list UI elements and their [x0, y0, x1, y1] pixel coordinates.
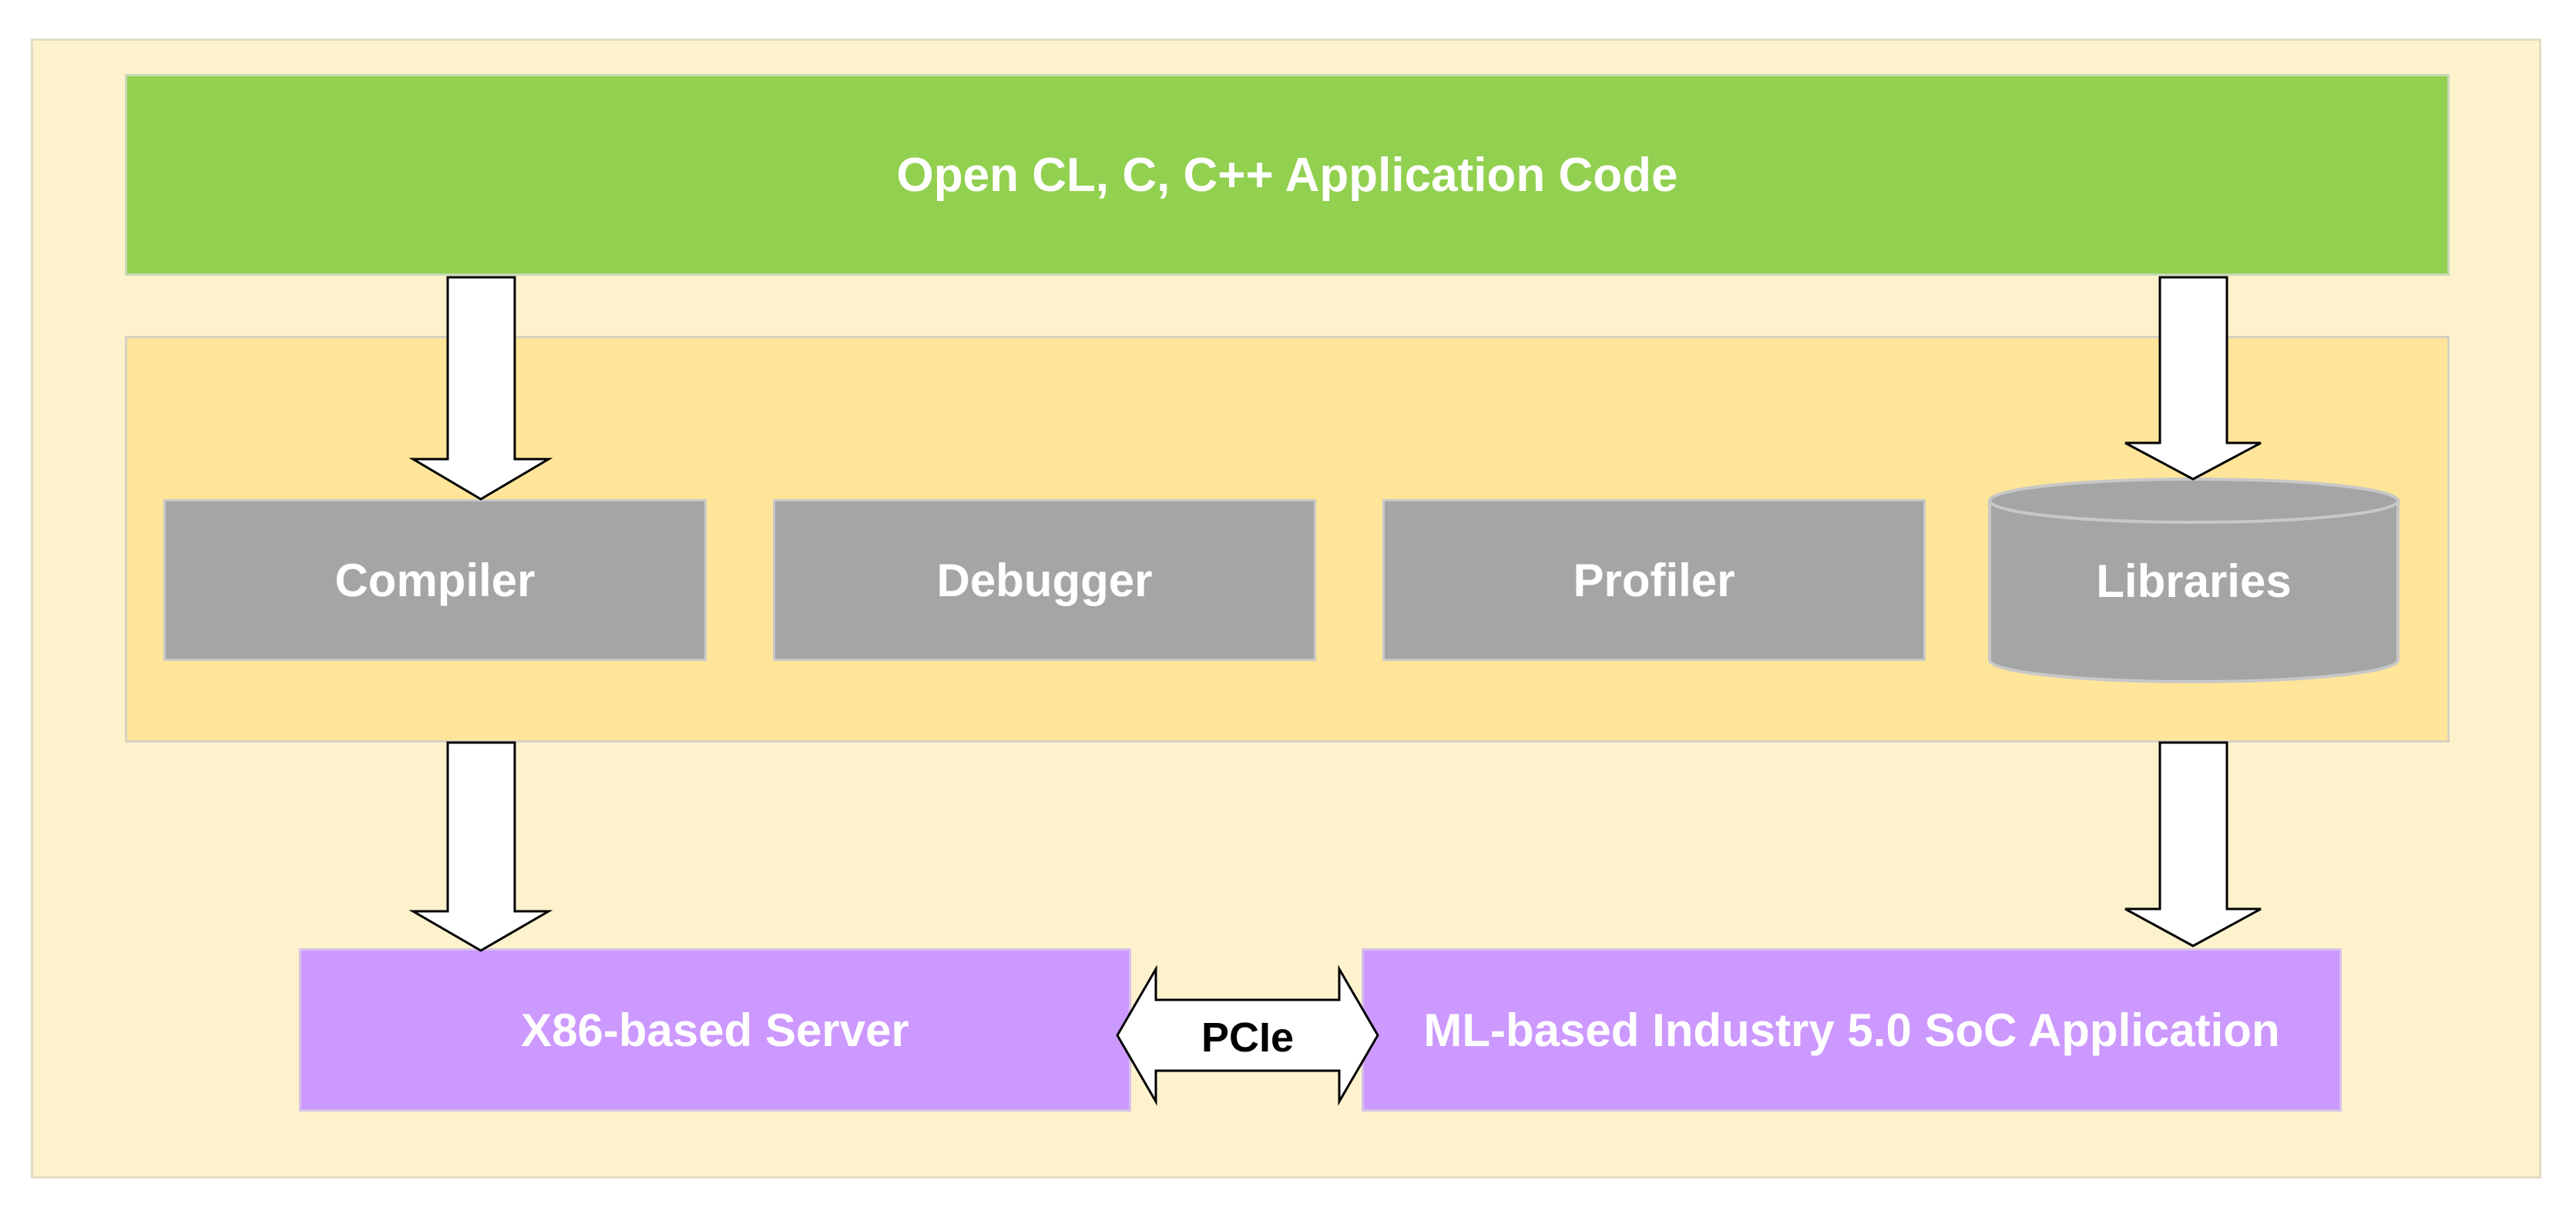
pcie-double-arrow: PCIe	[1116, 964, 1379, 1106]
application-code-label: Open CL, C, C++ Application Code	[896, 148, 1678, 202]
application-code-box: Open CL, C, C++ Application Code	[125, 74, 2450, 276]
arrow-toolchain-to-soc	[2124, 741, 2262, 947]
arrow-code-to-libraries	[2124, 276, 2262, 481]
arrow-toolchain-to-server	[408, 741, 553, 952]
soc-application-label: ML-based Industry 5.0 SoC Application	[1423, 1004, 2280, 1056]
profiler-label: Profiler	[1573, 554, 1735, 606]
x86-server-box: X86-based Server	[299, 948, 1131, 1112]
libraries-label: Libraries	[2096, 555, 2291, 607]
debugger-box: Debugger	[773, 499, 1316, 661]
pcie-label: PCIe	[1201, 1014, 1294, 1061]
debugger-label: Debugger	[936, 554, 1153, 606]
soc-application-box: ML-based Industry 5.0 SoC Application	[1362, 948, 2342, 1112]
profiler-box: Profiler	[1382, 499, 1926, 661]
compiler-label: Compiler	[334, 554, 536, 606]
compiler-box: Compiler	[163, 499, 707, 661]
libraries-cylinder: Libraries	[1988, 478, 2400, 683]
arrow-code-to-compiler	[408, 276, 553, 501]
x86-server-label: X86-based Server	[521, 1004, 909, 1056]
